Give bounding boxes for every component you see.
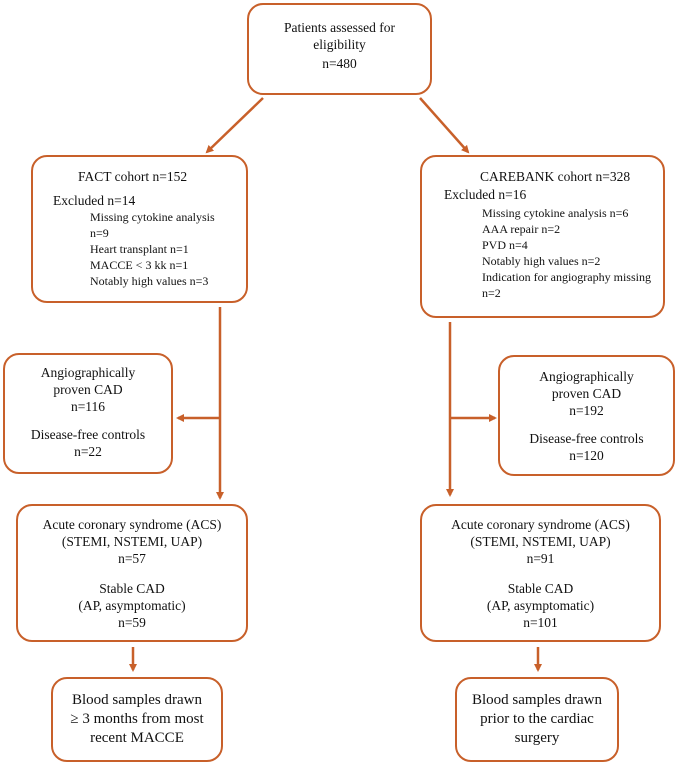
- box-carebank-cohort: CAREBANK cohort n=328 Excluded n=16 Miss…: [420, 155, 665, 318]
- right-acs-line: Stable CAD: [507, 581, 574, 596]
- right-cad-line: proven CAD: [551, 386, 622, 401]
- top-line-1: Patients assessed for: [284, 20, 395, 35]
- left-acs-line: (STEMI, NSTEMI, UAP): [61, 534, 203, 549]
- right-blood-line: surgery: [514, 730, 560, 746]
- carebank-excluded: Excluded n=16: [444, 187, 527, 202]
- top-line-3: n=480: [322, 56, 357, 71]
- left-acs-line: Acute coronary syndrome (ACS): [42, 517, 222, 532]
- fact-excl-item: n=9: [90, 226, 109, 240]
- right-blood-line: Blood samples drawn: [472, 692, 602, 708]
- carebank-excl-item: Indication for angiography missing: [482, 270, 651, 284]
- left-acs-line: n=57: [118, 551, 146, 566]
- left-cad-line: [5, 415, 171, 426]
- left-acs-line: [18, 567, 246, 580]
- box-patients-assessed: Patients assessed for eligibility n=480: [247, 3, 432, 95]
- left-cad-line: n=22: [74, 444, 102, 459]
- right-blood-line: prior to the cardiac: [480, 711, 594, 727]
- right-acs-line: [422, 567, 659, 580]
- carebank-excl-item: AAA repair n=2: [482, 222, 561, 236]
- box-carebank-cad-groups: Angiographically proven CAD n=192 Diseas…: [498, 355, 675, 476]
- left-cad-line: Disease-free controls: [30, 427, 146, 442]
- right-cad-line: n=120: [569, 448, 604, 463]
- left-cad-line: n=116: [70, 399, 106, 414]
- right-cad-line: Disease-free controls: [529, 431, 644, 446]
- left-blood-line: Blood samples drawn: [72, 692, 202, 708]
- arrow-top-to-carebank: [419, 97, 470, 154]
- left-blood-line: ≥ 3 months from most: [70, 711, 204, 727]
- right-acs-line: (STEMI, NSTEMI, UAP): [470, 534, 611, 549]
- right-acs-line: Acute coronary syndrome (ACS): [451, 517, 630, 532]
- box-fact-cad-groups: Angiographically proven CAD n=116 Diseas…: [3, 353, 173, 474]
- left-acs-line: n=59: [118, 615, 146, 630]
- carebank-title: CAREBANK cohort n=328: [480, 169, 631, 184]
- box-fact-blood-samples: Blood samples drawn ≥ 3 months from most…: [51, 677, 223, 762]
- left-cad-line: proven CAD: [53, 382, 123, 397]
- fact-excl-item: Notably high values n=3: [90, 274, 209, 288]
- box-fact-cohort: FACT cohort n=152 Excluded n=14 Missing …: [31, 155, 248, 303]
- right-acs-line: (AP, asymptomatic): [486, 598, 595, 613]
- arrow-top-to-fact: [205, 97, 264, 154]
- left-blood-line: recent MACCE: [90, 730, 184, 746]
- carebank-excl-item: n=2: [482, 286, 501, 300]
- fact-excl-item: MACCE < 3 kk n=1: [90, 258, 189, 272]
- carebank-excl-item: Missing cytokine analysis n=6: [482, 206, 629, 220]
- box-carebank-acs-stable: Acute coronary syndrome (ACS) (STEMI, NS…: [420, 504, 661, 642]
- fact-excl-item: Heart transplant n=1: [90, 242, 189, 256]
- fact-title: FACT cohort n=152: [78, 169, 188, 184]
- left-cad-line: Angiographically: [40, 365, 136, 380]
- right-acs-line: n=101: [523, 615, 558, 630]
- fact-excluded: Excluded n=14: [53, 193, 136, 208]
- left-acs-line: Stable CAD: [99, 581, 165, 596]
- left-acs-line: (AP, asymptomatic): [78, 598, 186, 613]
- right-cad-line: Angiographically: [539, 369, 634, 384]
- top-line-2: eligibility: [313, 37, 366, 52]
- box-carebank-blood-samples: Blood samples drawn prior to the cardiac…: [455, 677, 619, 762]
- right-cad-line: [500, 419, 673, 430]
- right-cad-line: n=192: [569, 403, 604, 418]
- carebank-excl-item: Notably high values n=2: [482, 254, 601, 268]
- box-fact-acs-stable: Acute coronary syndrome (ACS) (STEMI, NS…: [16, 504, 248, 642]
- right-acs-line: n=91: [526, 551, 555, 566]
- fact-excl-item: Missing cytokine analysis: [90, 210, 215, 224]
- carebank-excl-item: PVD n=4: [482, 238, 528, 252]
